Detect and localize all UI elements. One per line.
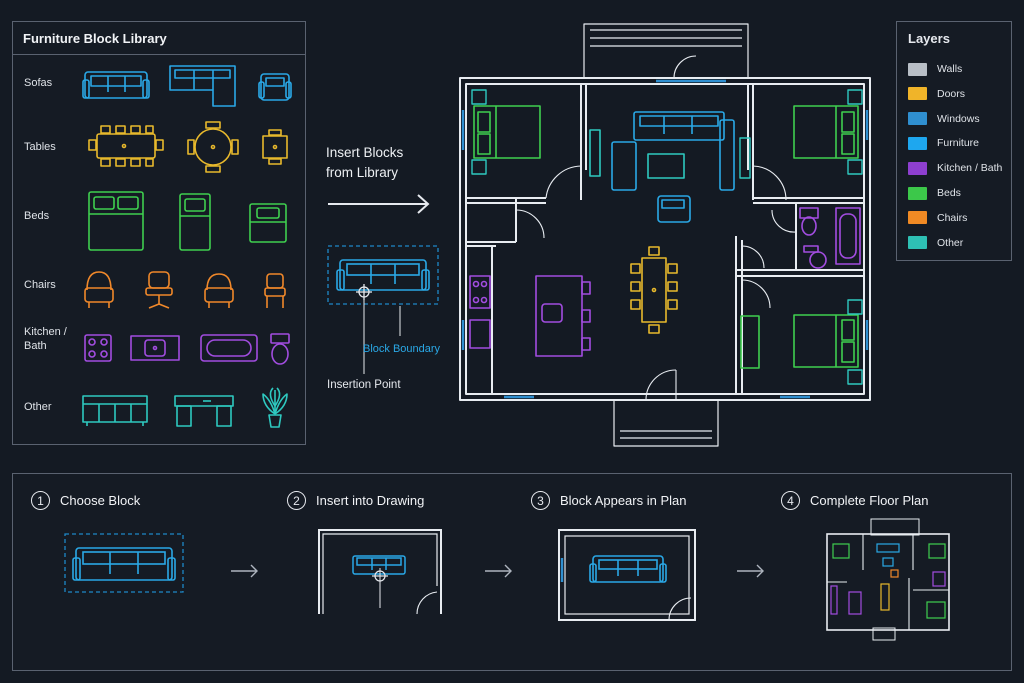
step-4-complete-plan-icon — [826, 518, 950, 641]
double-bed-block-icon[interactable] — [88, 191, 144, 251]
step-3-label: Block Appears in Plan — [560, 493, 687, 508]
library-blocks — [82, 65, 292, 428]
nightstand-blocks — [471, 89, 863, 385]
category-label-chairs: Chairs — [24, 279, 56, 291]
layer-swatch — [908, 186, 927, 200]
step-1-number: 1 — [31, 491, 50, 510]
category-label-other: Other — [24, 401, 52, 413]
layers-title: Layers — [908, 31, 950, 46]
potted-plant-icon[interactable] — [262, 387, 288, 428]
bathtub-block-icon[interactable] — [200, 334, 258, 362]
porch-stairs — [583, 23, 749, 447]
armchair-block-icon[interactable] — [258, 73, 292, 101]
step-1-block-icon — [64, 533, 184, 593]
layer-row-walls[interactable]: Walls — [908, 62, 962, 76]
layer-row-windows[interactable]: Windows — [908, 112, 980, 126]
step-2-drawing-icon — [318, 529, 442, 615]
layer-label: Walls — [937, 63, 963, 75]
step-3-number: 3 — [531, 491, 550, 510]
category-label-kitchen-bath: Kitchen / Bath — [24, 326, 67, 352]
layer-row-other[interactable]: Other — [908, 236, 963, 250]
layer-label: Furniture — [937, 137, 980, 150]
step-2: 2 Insert into Drawing — [287, 491, 424, 510]
layer-label: Kitchen / Bath — [937, 162, 1003, 175]
step-3-plan-icon — [558, 529, 696, 621]
layer-swatch — [908, 62, 927, 76]
step-4: 4 Complete Floor Plan — [781, 491, 929, 510]
bed-blocks — [473, 105, 859, 369]
sink-counter-icon[interactable] — [130, 335, 180, 361]
living-room-furniture — [589, 111, 735, 223]
category-label-tables: Tables — [24, 141, 56, 153]
cooktop-block-icon[interactable] — [84, 334, 112, 362]
furniture-block-library-panel: Furniture Block Library Sofas Tables Bed… — [12, 21, 306, 445]
dining-chair-icon[interactable] — [264, 273, 286, 308]
insertion-point-callout: Insertion Point — [327, 379, 401, 391]
kitchen-blocks — [469, 275, 591, 357]
layer-swatch — [908, 236, 927, 250]
category-label-sofas: Sofas — [24, 77, 53, 89]
single-bed-block-icon[interactable] — [179, 193, 211, 251]
sideboard-block-icon[interactable] — [82, 395, 148, 426]
floor-plan-drawing — [459, 23, 871, 447]
sofa-block-icon[interactable] — [82, 71, 150, 99]
example-sofa-icon — [336, 259, 430, 291]
layer-swatch — [908, 136, 927, 150]
library-title: Furniture Block Library — [23, 31, 167, 46]
block-boundary-callout: Block Boundary — [363, 343, 441, 355]
sectional-sofa-block-icon[interactable] — [169, 65, 236, 107]
office-chair-icon[interactable] — [145, 271, 173, 309]
layer-label: Windows — [937, 112, 980, 125]
round-dining-table-icon[interactable] — [187, 121, 239, 173]
layer-row-chairs[interactable]: Chairs — [908, 211, 967, 225]
layer-swatch — [908, 87, 927, 101]
step-1-label: Choose Block — [60, 493, 141, 508]
arrow-icon — [231, 564, 764, 578]
bed-with-nightstand-icon[interactable] — [249, 203, 287, 243]
block-boundary-example — [327, 245, 439, 374]
door-swings — [515, 55, 797, 401]
insertion-point-marker-icon — [356, 284, 372, 374]
layer-row-doors[interactable]: Doors — [908, 87, 965, 101]
accent-chair-icon[interactable] — [204, 273, 234, 308]
windows — [461, 79, 869, 399]
layer-swatch — [908, 112, 927, 126]
small-table-icon[interactable] — [262, 129, 288, 165]
step-3: 3 Block Appears in Plan — [531, 491, 686, 510]
step-4-number: 4 — [781, 491, 800, 510]
layer-row-beds[interactable]: Beds — [908, 186, 961, 200]
dining-table-block — [630, 246, 678, 334]
workflow-illustrations — [64, 518, 950, 641]
layer-label: Chairs — [937, 211, 968, 224]
lounge-chair-icon[interactable] — [84, 271, 114, 308]
exterior-walls — [459, 77, 871, 401]
library-title-divider — [13, 54, 305, 55]
step-4-label: Complete Floor Plan — [810, 493, 929, 508]
layer-label: Other — [937, 236, 964, 249]
layer-row-furniture[interactable]: Furniture — [908, 136, 979, 150]
step-2-label: Insert into Drawing — [316, 493, 425, 508]
layer-swatch — [908, 211, 927, 225]
step-2-number: 2 — [287, 491, 306, 510]
layer-swatch — [908, 161, 927, 175]
workflow-steps-panel: 1 Choose Block 2 Insert into Drawing 3 B… — [12, 473, 1012, 671]
layer-label: Doors — [937, 87, 966, 100]
step-1: 1 Choose Block — [31, 491, 140, 510]
layer-row-kitchen-bath[interactable]: Kitchen / Bath — [908, 161, 1002, 175]
toilet-block-icon[interactable] — [270, 333, 290, 365]
layer-label: Beds — [937, 187, 961, 199]
category-label-beds: Beds — [24, 210, 50, 222]
bathroom-blocks — [799, 207, 861, 269]
rect-dining-table-icon[interactable] — [88, 125, 164, 167]
desk-block-icon[interactable] — [174, 395, 234, 427]
insert-arrow-icon — [328, 194, 430, 214]
insert-blocks-heading: Insert Blocks from Library — [326, 145, 404, 180]
